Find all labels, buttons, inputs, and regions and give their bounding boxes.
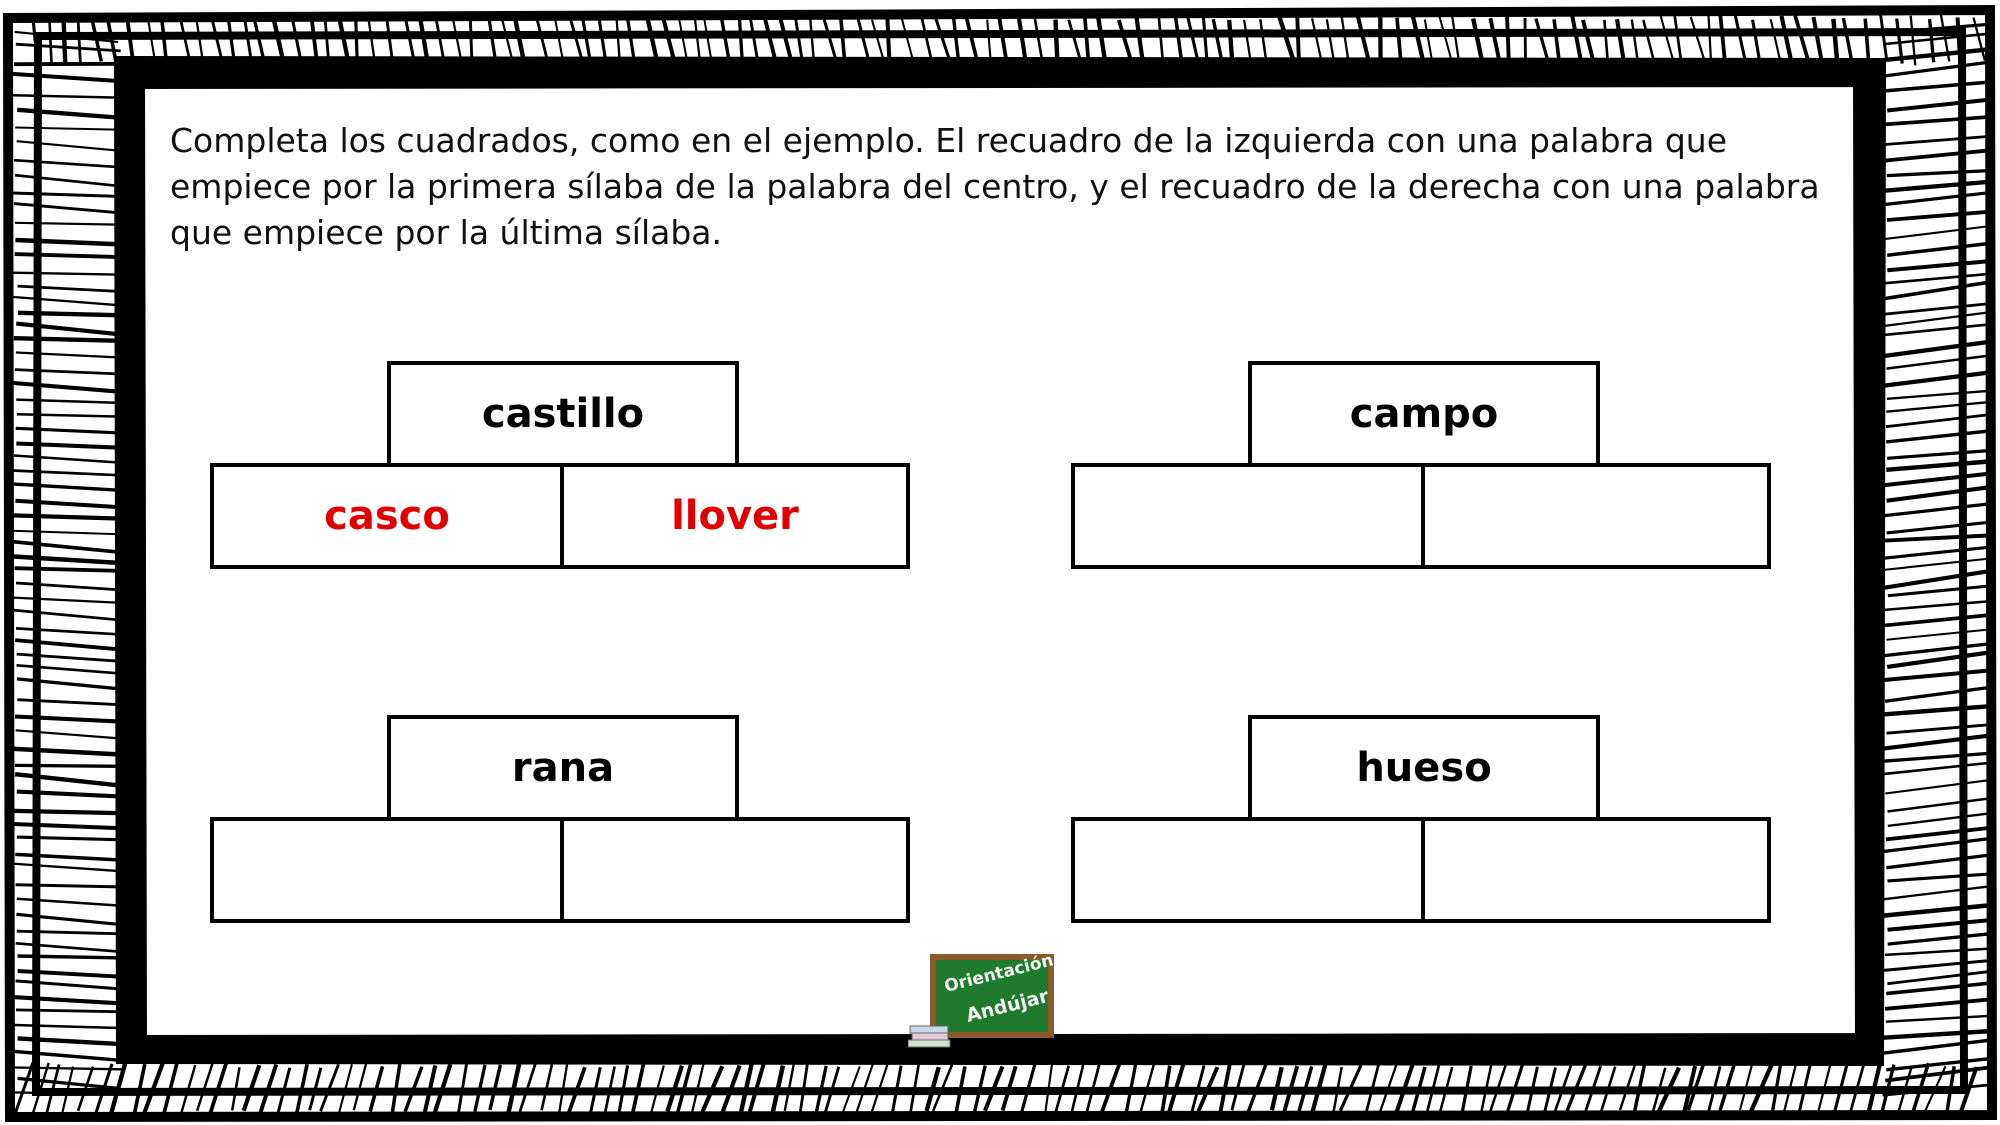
center-word-box: rana bbox=[387, 715, 739, 821]
left-answer-box[interactable] bbox=[1071, 463, 1425, 569]
center-word-box: hueso bbox=[1248, 715, 1600, 821]
right-answer-box: llover bbox=[560, 463, 910, 569]
left-answer-box: casco bbox=[210, 463, 564, 569]
right-answer-box[interactable] bbox=[1421, 817, 1771, 923]
puzzle-rana: rana bbox=[210, 715, 910, 925]
puzzle-castillo: castillo casco llover bbox=[210, 361, 910, 571]
center-word-box: campo bbox=[1248, 361, 1600, 467]
right-answer-box[interactable] bbox=[1421, 463, 1771, 569]
instructions-text: Completa los cuadrados, como en el ejemp… bbox=[170, 121, 1820, 252]
puzzle-campo: campo bbox=[1071, 361, 1771, 571]
orientacion-andujar-logo: Orientación Andújar bbox=[907, 950, 1056, 1048]
right-answer-box[interactable] bbox=[560, 817, 910, 923]
center-word-box: castillo bbox=[387, 361, 739, 467]
puzzle-hueso: hueso bbox=[1071, 715, 1771, 925]
left-answer-box[interactable] bbox=[210, 817, 564, 923]
left-answer-box[interactable] bbox=[1071, 817, 1425, 923]
